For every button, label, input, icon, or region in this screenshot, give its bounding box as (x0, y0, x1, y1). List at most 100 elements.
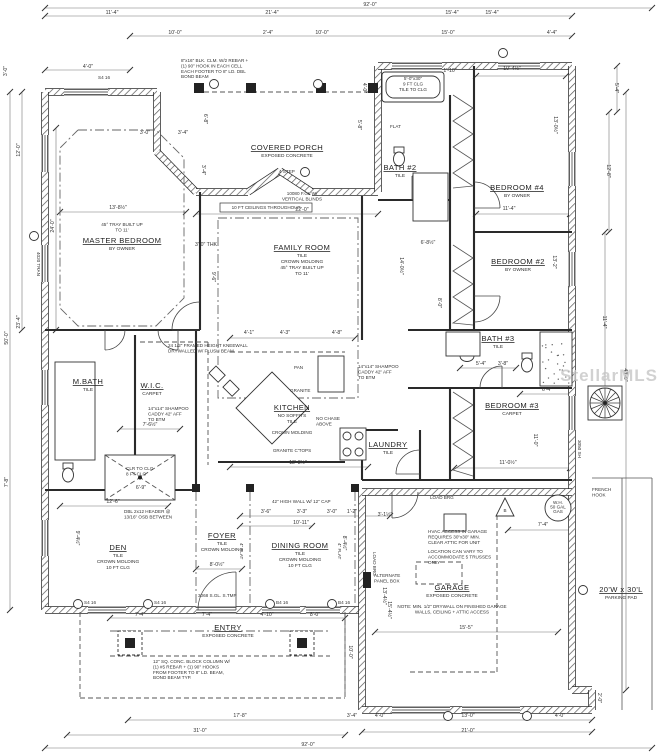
revision-triangle-label: B (503, 508, 506, 513)
plan-note: 4020 TRAN (36, 252, 41, 276)
dimension-label: 14'-0½" (398, 257, 405, 275)
dimension-label: 4'-10" (260, 612, 273, 618)
stove-icon (340, 428, 366, 460)
plan-note: CROWN MOLDING (272, 430, 313, 435)
door-swing-arc (198, 572, 236, 610)
plan-note-text: LOCATION CAN VARY TO (428, 549, 483, 554)
shower-tile-dots (557, 355, 558, 356)
dimension-label: 13'-4½" (381, 587, 388, 605)
dimension-label: 11'-0" (532, 434, 538, 447)
porch-pier (368, 83, 378, 93)
shower-tile-dots (561, 343, 562, 344)
stellarmls-watermark: StellarMLS (560, 366, 658, 386)
plan-note-text: ACCOMMODATE 5 TRUSSES (428, 554, 491, 559)
exterior-wall-hatch (157, 152, 196, 192)
plan-note-text: DRYWALLED W/ FLUSH BEAM (168, 348, 234, 353)
dimension-label: 10'-0" (315, 30, 328, 36)
door-swing-arc (474, 296, 500, 322)
dimension-label: 5'-4" (476, 361, 486, 367)
plan-note-text: FLAT (390, 124, 401, 129)
dimension-label: 8'-0½" (210, 561, 225, 568)
porch-pier (194, 83, 204, 93)
room-sublabel-family-room: CROWN MOLDING (281, 259, 324, 265)
room-sublabel-family-room: TILE (297, 253, 307, 259)
exterior-wall-hatch (248, 171, 280, 192)
dimension-label: 92'-0" (301, 742, 314, 748)
plan-note-text: WALLS, CEILING + ATTIC ACCESS (415, 609, 489, 614)
dimension-label: 7'-4" (202, 612, 212, 618)
plan-note: 3050 SH (577, 440, 582, 458)
dimension-label: 21'-4" (265, 10, 278, 16)
room-label-covered-porch: COVERED PORCH (251, 143, 323, 152)
room-label-foyer: FOYER (208, 531, 236, 540)
plan-note-text: 8 FT CLG (126, 471, 147, 476)
plan-note: NO CHASEABOVE (316, 416, 340, 426)
plan-note: 14"x14" SHAMPOOCADDY 42" AFFTO BTM (358, 364, 399, 380)
plan-note: LOAD BRG (372, 552, 377, 576)
room-label-bedroom-2: BEDROOM #2 (491, 257, 545, 266)
plan-note-text: 14"x14" SHAMPOO (148, 406, 189, 411)
door-swing-arc (396, 450, 420, 474)
room-label-master-bedroom: MASTER BEDROOM (83, 236, 162, 245)
plan-note-text: 14"x14" SHAMPOO (358, 364, 399, 369)
plan-note: GRANITE C'TOPS (273, 448, 311, 453)
closet-rod-zigzag (453, 392, 473, 476)
room-label-kitchen: KITCHEN (274, 403, 310, 412)
dimension-label: 5'-4" (613, 83, 619, 93)
dimension-label: 8'-0" (436, 298, 442, 308)
dimension-label: 2'-4" (263, 30, 273, 36)
room-label-garage: GARAGE (435, 583, 470, 592)
dimension-label: 15'-4" (485, 10, 498, 16)
entry-column (297, 638, 307, 648)
dimension-label: 21'-0" (461, 728, 474, 734)
dimension-label: 10'-4½" (503, 65, 521, 72)
keynote-circle (74, 600, 83, 609)
dimension-label: 15'-0" (441, 30, 454, 36)
dimension-label: 13'-0" (461, 713, 474, 719)
dimension-label: 9'-6" (210, 272, 216, 282)
room-label-parking-pad: 20'W x 30'L (599, 585, 643, 594)
keynote-circle (144, 600, 153, 609)
plan-note-text: CROWN MOLDING (272, 430, 313, 435)
shower-tile-dots (554, 382, 555, 383)
kitchen-sink-icon (209, 366, 225, 382)
dimension-label: 5'-8" (356, 120, 362, 130)
plan-note: DBL 2x12 HEADER @13/16" OSB BETWEEN (124, 509, 172, 519)
plan-note-text: HVAC ACCESS IN GARAGE (428, 529, 487, 534)
porch-pier (246, 83, 256, 93)
room-label-family-room: FAMILY ROOM (274, 243, 330, 252)
room-sublabel-foyer: TILE (217, 541, 227, 547)
room-sublabel-kitchen: NO SOFFITS (278, 413, 307, 419)
plan-note-text: PAN (294, 365, 303, 370)
dimension-label: 22'-0" (295, 207, 308, 213)
room-sublabel-den: CROWN MOLDING (97, 559, 140, 565)
dimension-label: 4'-0" (375, 713, 385, 719)
shower-tile-dots (551, 351, 552, 352)
dimension-label: 12'-0" (16, 143, 22, 156)
dimension-label: 3'-4" (200, 165, 206, 175)
fixtures-layer: W.H.50 GALGASB (30, 49, 623, 721)
plan-note: S4 16 (98, 75, 110, 80)
room-sublabel-bedroom-3: CARPET (502, 411, 522, 417)
attic-access (416, 562, 462, 584)
dimension-label: 3'-0" (327, 509, 337, 515)
plan-note-text: NOTE: MIN. 1/2" DRYWALL ON FINISHED GARA… (397, 604, 506, 609)
dimension-label: 9'-4½" (74, 531, 81, 546)
dimension-label: 4'-4" (547, 30, 557, 36)
stove-burner (355, 448, 363, 456)
plan-note-text: 45° TRAY BUILT UP (101, 222, 143, 227)
shower-tile-dots (553, 373, 554, 374)
dimension-label: 4'-3" (280, 330, 290, 336)
dimension-text-layer: 92'-0"11'-4"21'-4"15'-4"15'-4"10'-0"2'-4… (3, 2, 628, 748)
room-sublabel-bedroom-2: BY OWNER (505, 267, 532, 273)
shower-tile-dots (552, 344, 553, 345)
dimension-label: 4'-0" (555, 713, 565, 719)
shower-tile-dots (548, 359, 549, 360)
plan-note-text: 4020 TRAN (36, 252, 41, 276)
room-sublabel-laundry: TILE (383, 450, 393, 456)
plan-note-text: LOAD BRG (372, 552, 377, 576)
door-swing-arc (392, 492, 418, 518)
room-sublabel-foyer: CROWN MOLDING (201, 547, 244, 553)
plan-note-text: CADDY 42" AFF (148, 411, 182, 416)
room-sublabel-wic: CARPET (142, 391, 162, 397)
